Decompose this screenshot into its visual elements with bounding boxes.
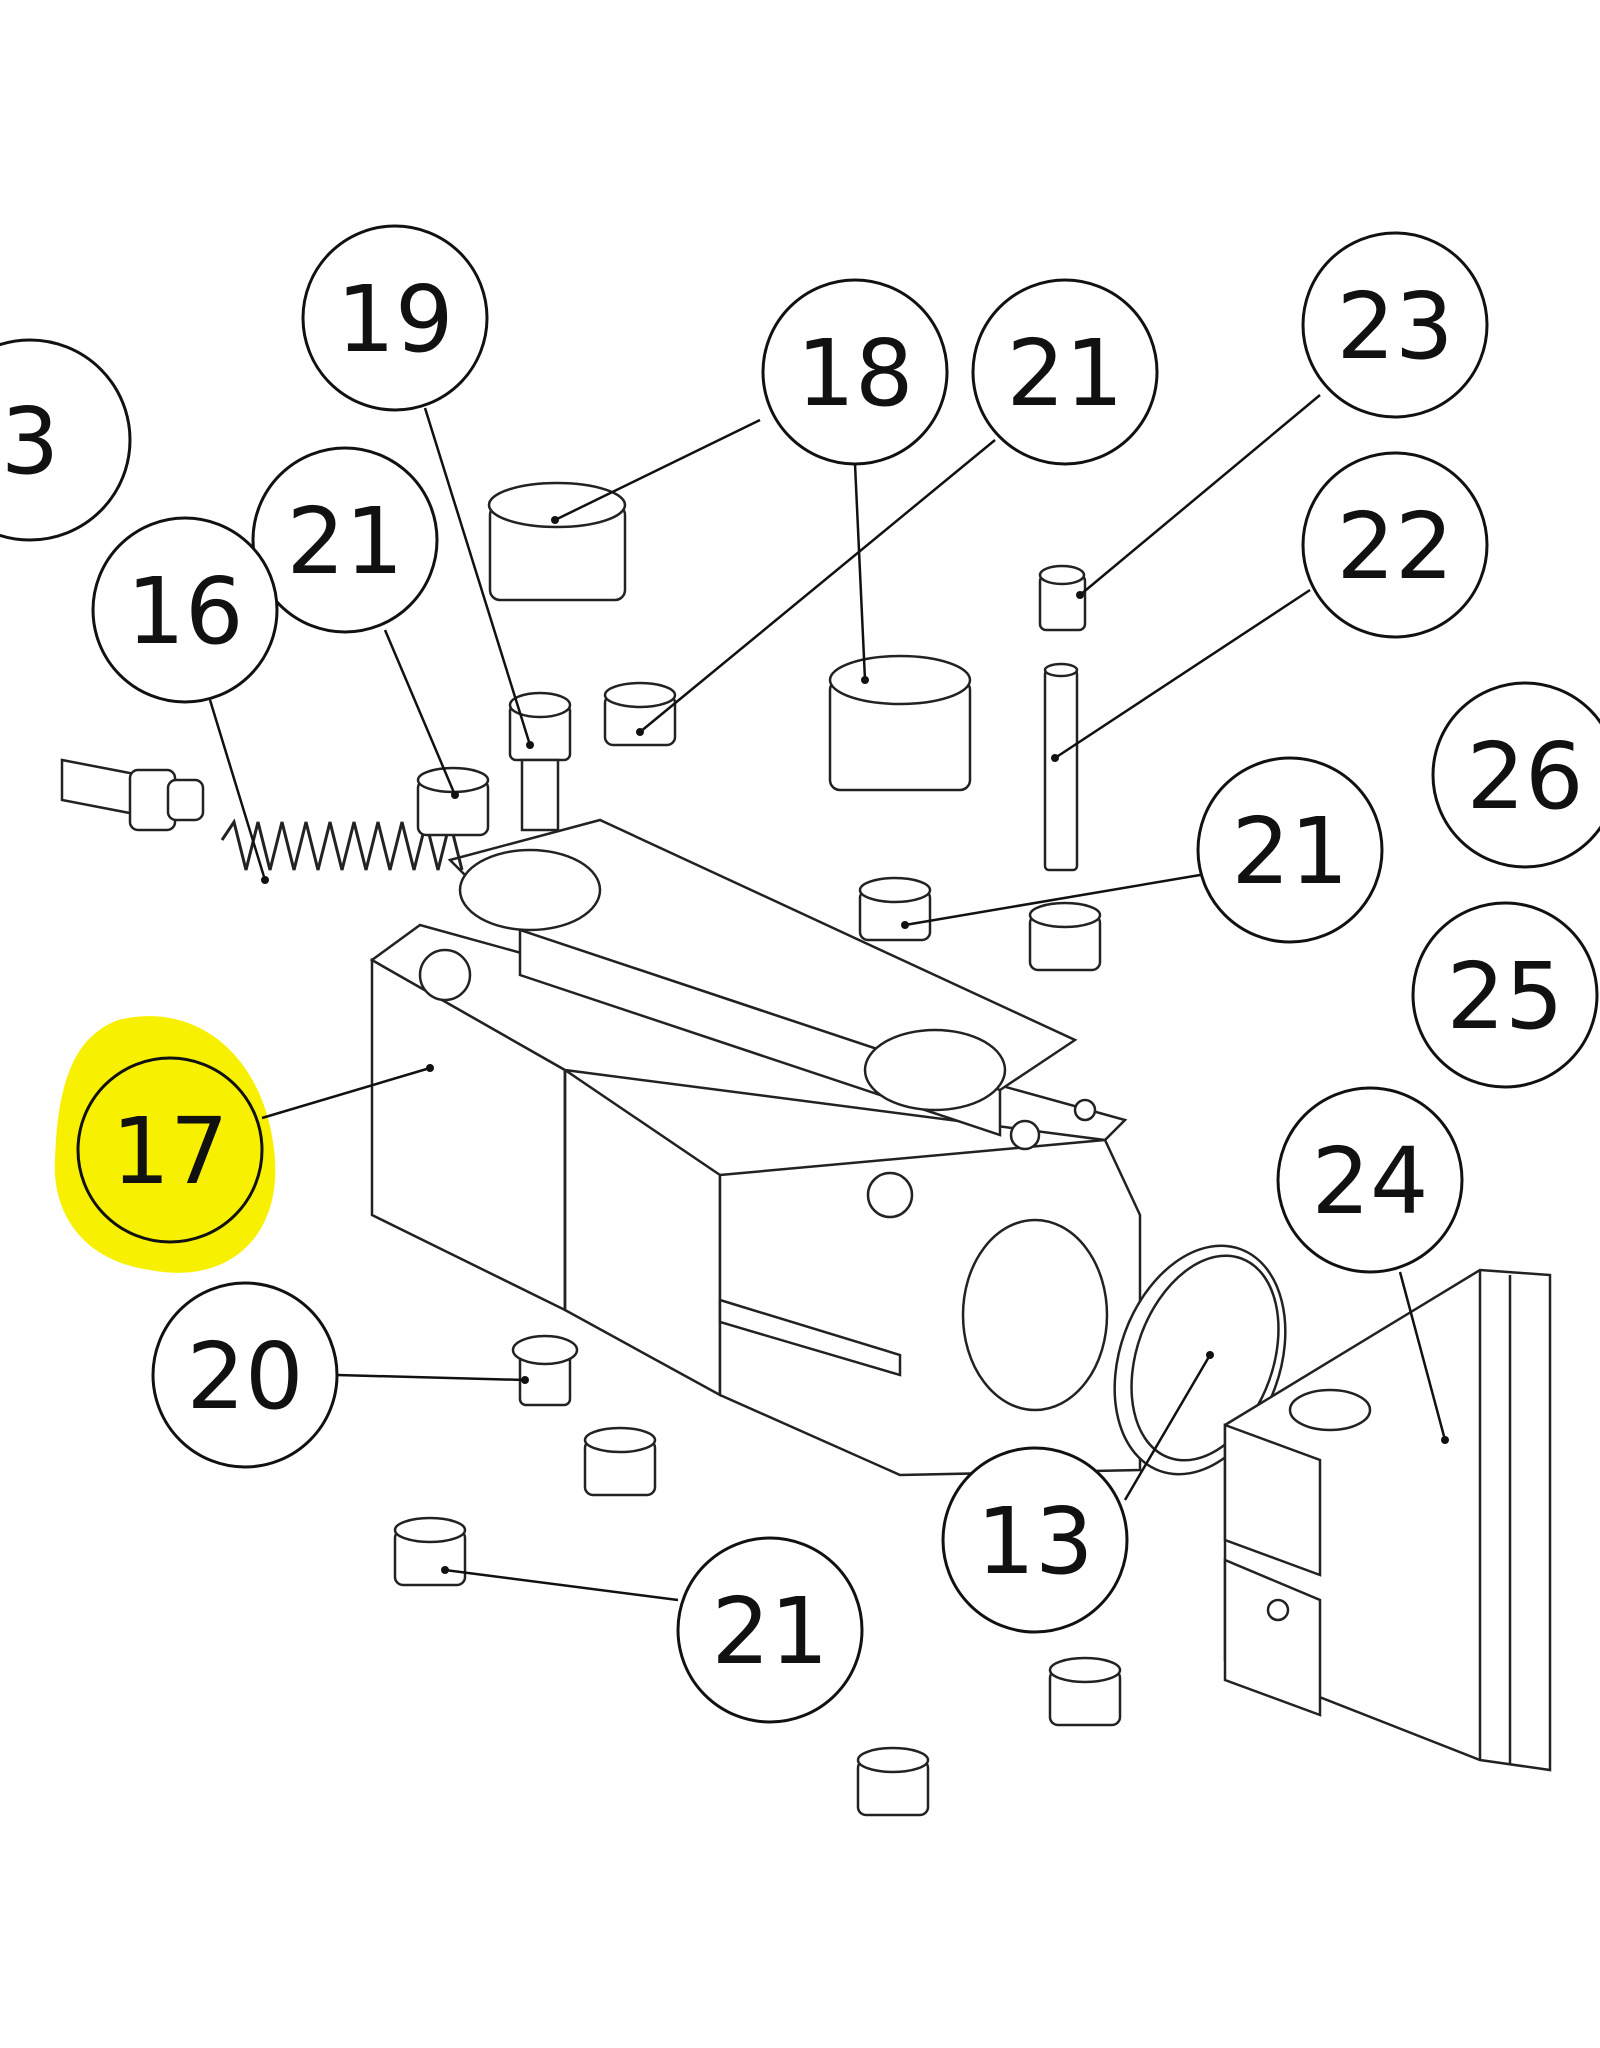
callout-label: 18 [796,320,913,427]
leader-line-c13 [1123,1354,1212,1501]
leader-dot-c23 [1076,591,1084,599]
callout-balloons: 19 18 21 23 22 21 16 3 26 21 25 17 24 20 13 21 [0,224,1600,1724]
leader-dot-c21d [441,1566,449,1574]
leader-dot-c19 [526,741,534,749]
leader-dot-c18b [861,676,869,684]
callout-c23: 23 [1301,231,1489,419]
leader-dot-c21a [636,728,644,736]
callout-c18: 18 [761,278,949,466]
leader-dot-c18 [551,516,559,524]
callout-circle [251,446,439,634]
cap-screw-part-19 [508,691,572,832]
small-puck-part-21 [393,1516,467,1587]
leader-line-c24 [1398,1271,1447,1441]
callout-c21a: 21 [971,278,1159,466]
callout-label: 13 [976,1488,1093,1595]
leader-dot-c16 [261,876,269,884]
callout-c17: 17 [76,1056,264,1244]
small-puck-part-21 [1028,901,1102,972]
callout-circle [1431,681,1600,869]
leader-dot-c20 [521,1376,529,1384]
callout-circle [1411,901,1599,1089]
leader-line-c22 [1054,588,1311,760]
callout-label: 21 [1231,798,1348,905]
leader-dot-c21b [451,791,459,799]
callout-label: 21 [286,488,403,595]
leader-line-c18 [554,418,761,522]
callout-circle [76,1056,264,1244]
leader-line-c17 [261,1066,431,1120]
callout-c19: 19 [301,224,489,412]
leader-line-c20 [336,1373,526,1382]
leader-dot-c17 [426,1064,434,1072]
callout-label: 19 [336,266,453,373]
callout-circle [971,278,1159,466]
callout-label: 21 [711,1578,828,1685]
callout-c21c: 21 [1196,756,1384,944]
leader-dot-c21c [901,921,909,929]
callout-c21b: 21 [251,446,439,634]
set-screw-part-23 [1038,564,1087,632]
callout-label: 22 [1336,493,1453,600]
small-puck-part-21 [1048,1656,1122,1727]
shaft-part [60,758,205,832]
callout-c21d: 21 [676,1536,864,1724]
callout-label: 16 [126,558,243,665]
callout-label: 20 [186,1323,303,1430]
leader-line-c16 [208,699,267,881]
callout-label: 17 [111,1098,228,1205]
leader-dot-c22 [1051,754,1059,762]
bushing-part-20 [511,1334,579,1407]
leader-lines [208,394,1449,1602]
callout-circle [1276,1086,1464,1274]
callout-c3: 3 [0,338,132,542]
callout-label: 26 [1466,723,1583,830]
leader-line-c21d [444,1568,679,1602]
callout-label: 23 [1336,273,1453,380]
small-puck-part-21 [583,1426,657,1497]
callout-label: 3 [1,388,60,495]
small-puck-part-21 [416,766,490,837]
small-puck-part-21 [603,681,677,747]
callout-circle [301,224,489,412]
callout-circle [1301,231,1489,419]
callout-label: 25 [1446,943,1563,1050]
callout-c25: 25 [1411,901,1599,1089]
callout-circle [1301,451,1489,639]
callout-circle [941,1446,1129,1634]
callout-label: 24 [1311,1128,1428,1235]
callout-circle [761,278,949,466]
leader-line-c23 [1079,394,1321,596]
callout-circle [1196,756,1384,944]
callout-c26: 26 [1431,681,1600,869]
leader-line-c18b [853,463,867,681]
small-puck-part-21 [856,1746,930,1817]
callout-c13: 13 [941,1446,1129,1634]
leader-line-c19 [423,407,532,746]
callout-c20: 20 [151,1281,339,1469]
leader-dot-c13 [1206,1351,1214,1359]
callout-c24: 24 [1276,1086,1464,1274]
callout-circle [91,516,279,704]
callout-circle [676,1536,864,1724]
spring-part-16 [220,818,464,871]
jaw-part-24 [1223,1268,1552,1772]
callout-c16: 16 [91,516,279,704]
leader-line-c21b [383,629,457,796]
large-puck-part-18a [487,481,627,602]
callout-circle [151,1281,339,1469]
leader-dot-c24 [1441,1436,1449,1444]
callout-circle [0,338,132,542]
large-puck-part-18b [828,654,972,792]
callout-label: 21 [1006,320,1123,427]
callout-c22: 22 [1301,451,1489,639]
small-puck-part-21 [858,876,932,942]
leader-line-c21a [639,439,996,733]
main-block-part-17 [369,818,1142,1477]
pin-part-22 [1043,662,1079,872]
leader-line-c21c [904,873,1201,927]
